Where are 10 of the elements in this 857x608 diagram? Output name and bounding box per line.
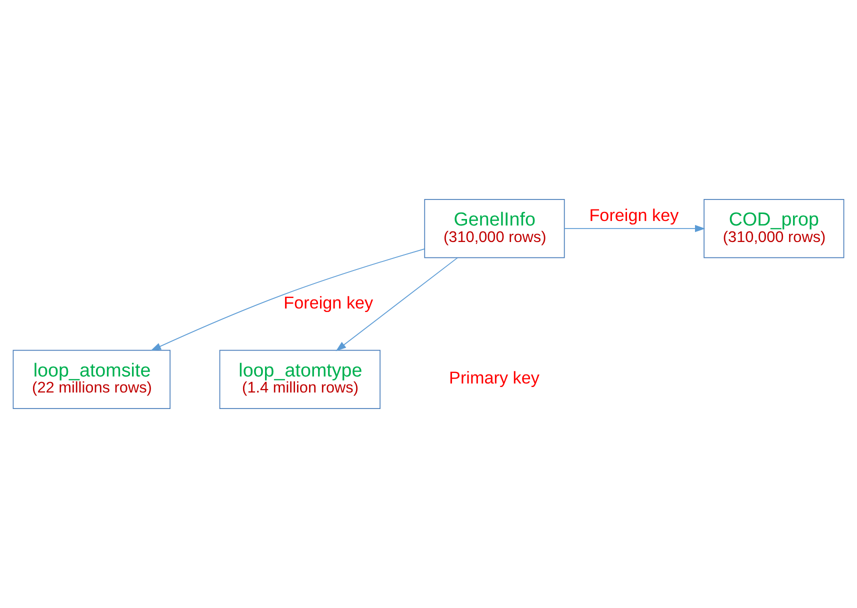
edge-label: Foreign key bbox=[589, 204, 679, 225]
node-box: loop_atomsite (22 millions rows) bbox=[12, 350, 170, 409]
arrow bbox=[564, 224, 706, 232]
label: Primary key bbox=[449, 368, 540, 388]
edge-label: Foreign key bbox=[284, 292, 374, 312]
node-box: GenelInfo (310,000 rows) bbox=[424, 199, 565, 258]
node-box: loop_atomtype (1.4 million rows) bbox=[219, 350, 380, 409]
node-box: COD_prop (310,000 rows) bbox=[704, 199, 844, 258]
arrow bbox=[336, 257, 458, 352]
arrow bbox=[150, 248, 425, 351]
